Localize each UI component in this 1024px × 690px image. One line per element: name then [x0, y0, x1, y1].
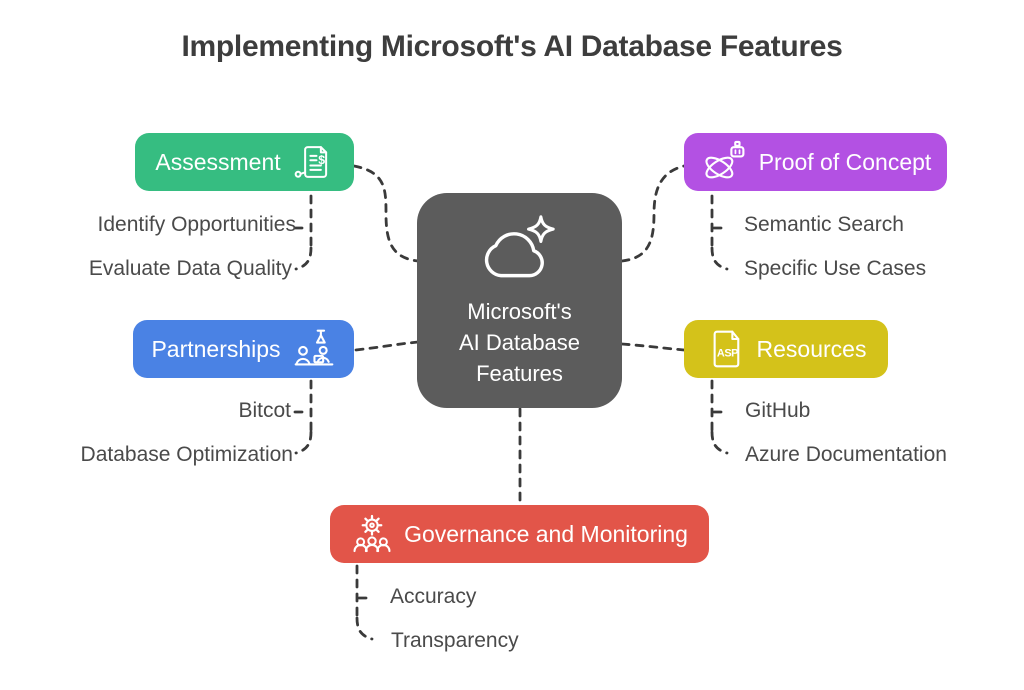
governance-and-monitoring-label: Governance and Monitoring	[404, 520, 688, 547]
ai-orbit-robot-icon	[700, 139, 748, 185]
subtopic-semantic-search: Semantic Search	[744, 213, 904, 236]
subtopic-identify-opportunities: Identify Opportunities	[97, 213, 296, 236]
subtopic-azure-documentation: Azure Documentation	[745, 443, 947, 466]
subtopic-github: GitHub	[745, 399, 811, 422]
subtopic-bitcot: Bitcot	[238, 399, 291, 422]
svg-text:ASP: ASP	[716, 347, 737, 359]
cloud-sparkle-icon	[472, 213, 568, 292]
node-resources: ASP Resources	[684, 320, 888, 378]
node-governance-and-monitoring: Governance and Monitoring	[330, 505, 709, 563]
node-partnerships: Partnerships	[133, 320, 354, 378]
central-topic-label: Microsoft's AI Database Features	[458, 298, 581, 386]
svg-text:$: $	[318, 153, 325, 167]
governance-gear-people-icon	[351, 512, 393, 556]
subtopic-transparency: Transparency	[391, 629, 519, 652]
subtopic-specific-use-cases: Specific Use Cases	[744, 257, 927, 280]
subtopic-database-optimization: Database Optimization	[80, 443, 293, 466]
node-proof-of-concept: Proof of Concept	[684, 133, 947, 191]
subtopic-evaluate-data-quality: Evaluate Data Quality	[88, 257, 292, 280]
partnerships-label: Partnerships	[151, 335, 281, 362]
invoice-document-icon: $	[292, 141, 334, 183]
proof-of-concept-label: Proof of Concept	[758, 148, 932, 175]
meeting-people-icon	[292, 326, 336, 372]
resources-label: Resources	[756, 335, 867, 362]
node-central-topic: Microsoft's AI Database Features	[417, 193, 622, 408]
subtopic-accuracy: Accuracy	[390, 585, 477, 608]
node-assessment: Assessment $	[135, 133, 354, 191]
assessment-label: Assessment	[155, 148, 281, 175]
page-title: Implementing Microsoft's AI Database Fea…	[181, 30, 843, 63]
asp-file-icon: ASP	[706, 326, 746, 372]
